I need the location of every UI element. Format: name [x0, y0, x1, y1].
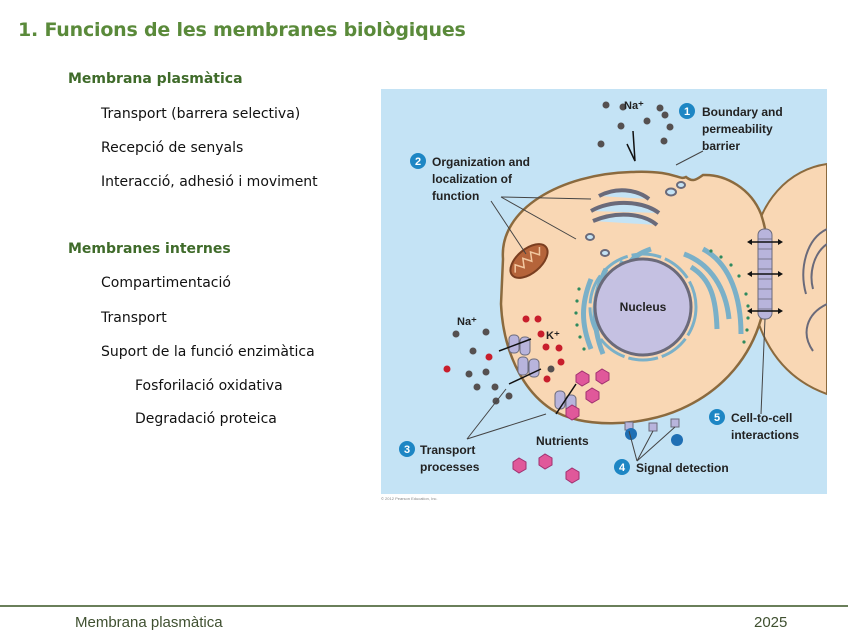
svg-text:function: function	[432, 189, 479, 203]
golgi-apparatus	[585, 181, 686, 257]
potassium-ions	[443, 315, 565, 383]
figure-credit: © 2012 Pearson Education, Inc.	[381, 496, 438, 501]
nucleus	[593, 257, 693, 357]
label-3: 3 Transport processes	[399, 441, 480, 474]
section-heading-internal-membranes: Membranes internes	[68, 241, 231, 257]
bullet-item: Recepció de senyals	[101, 140, 244, 156]
footer-divider	[0, 605, 848, 607]
bullet-item: Compartimentació	[101, 275, 231, 291]
mitochondrion	[509, 243, 549, 279]
nutrients	[512, 368, 610, 484]
bullet-item: Interacció, adhesió i moviment	[101, 174, 318, 190]
cell-junction	[747, 228, 783, 320]
svg-text:1: 1	[684, 106, 690, 118]
nutrients-label: Nutrients	[536, 434, 589, 448]
footer-year: 2025	[754, 614, 788, 631]
bullet-item: Suport de la funció enzimàtica	[101, 344, 315, 360]
svg-text:Boundary and: Boundary and	[702, 105, 783, 119]
sodium-label-top: Na⁺	[624, 100, 644, 112]
section-heading-plasma-membrane: Membrana plasmàtica	[68, 71, 243, 87]
svg-text:Organization and: Organization and	[432, 155, 530, 169]
label-4: 4 Signal detection	[614, 459, 729, 475]
footer-title: Membrana plasmàtica	[75, 614, 223, 631]
svg-text:interactions: interactions	[731, 428, 799, 442]
slide-title: 1. Funcions de les membranes biològiques	[18, 19, 466, 41]
svg-text:Signal detection: Signal detection	[636, 461, 729, 475]
svg-text:processes: processes	[420, 460, 480, 474]
label-1: 1 Boundary and permeability barrier	[679, 103, 783, 153]
label-5: 5 Cell-to-cell interactions	[709, 409, 799, 442]
svg-text:permeability: permeability	[702, 122, 773, 136]
bullet-item: Transport	[101, 310, 167, 326]
membrane-functions-figure: Nucleus	[381, 89, 827, 494]
neighbour-er	[802, 228, 827, 352]
label-2: 2 Organization and localization of funct…	[410, 153, 530, 203]
ribosomes	[574, 249, 750, 351]
svg-text:4: 4	[619, 462, 626, 474]
svg-text:barrier: barrier	[702, 139, 740, 153]
sodium-ions-top	[597, 101, 674, 148]
svg-text:3: 3	[404, 444, 410, 456]
svg-text:2: 2	[415, 156, 421, 168]
svg-text:localization of: localization of	[432, 172, 513, 186]
sodium-label-left: Na⁺	[457, 316, 477, 328]
potassium-label: K⁺	[546, 330, 560, 342]
sub-bullet-item: Degradació proteica	[135, 411, 277, 427]
svg-text:5: 5	[714, 412, 720, 424]
nucleus-label: Nucleus	[620, 300, 667, 314]
sub-bullet-item: Fosforilació oxidativa	[135, 378, 283, 394]
signal-molecules	[625, 428, 683, 446]
bullet-item: Transport (barrera selectiva)	[101, 106, 301, 122]
sodium-ions-left	[452, 328, 555, 405]
svg-text:Cell-to-cell: Cell-to-cell	[731, 411, 792, 425]
svg-text:Transport: Transport	[420, 443, 475, 457]
